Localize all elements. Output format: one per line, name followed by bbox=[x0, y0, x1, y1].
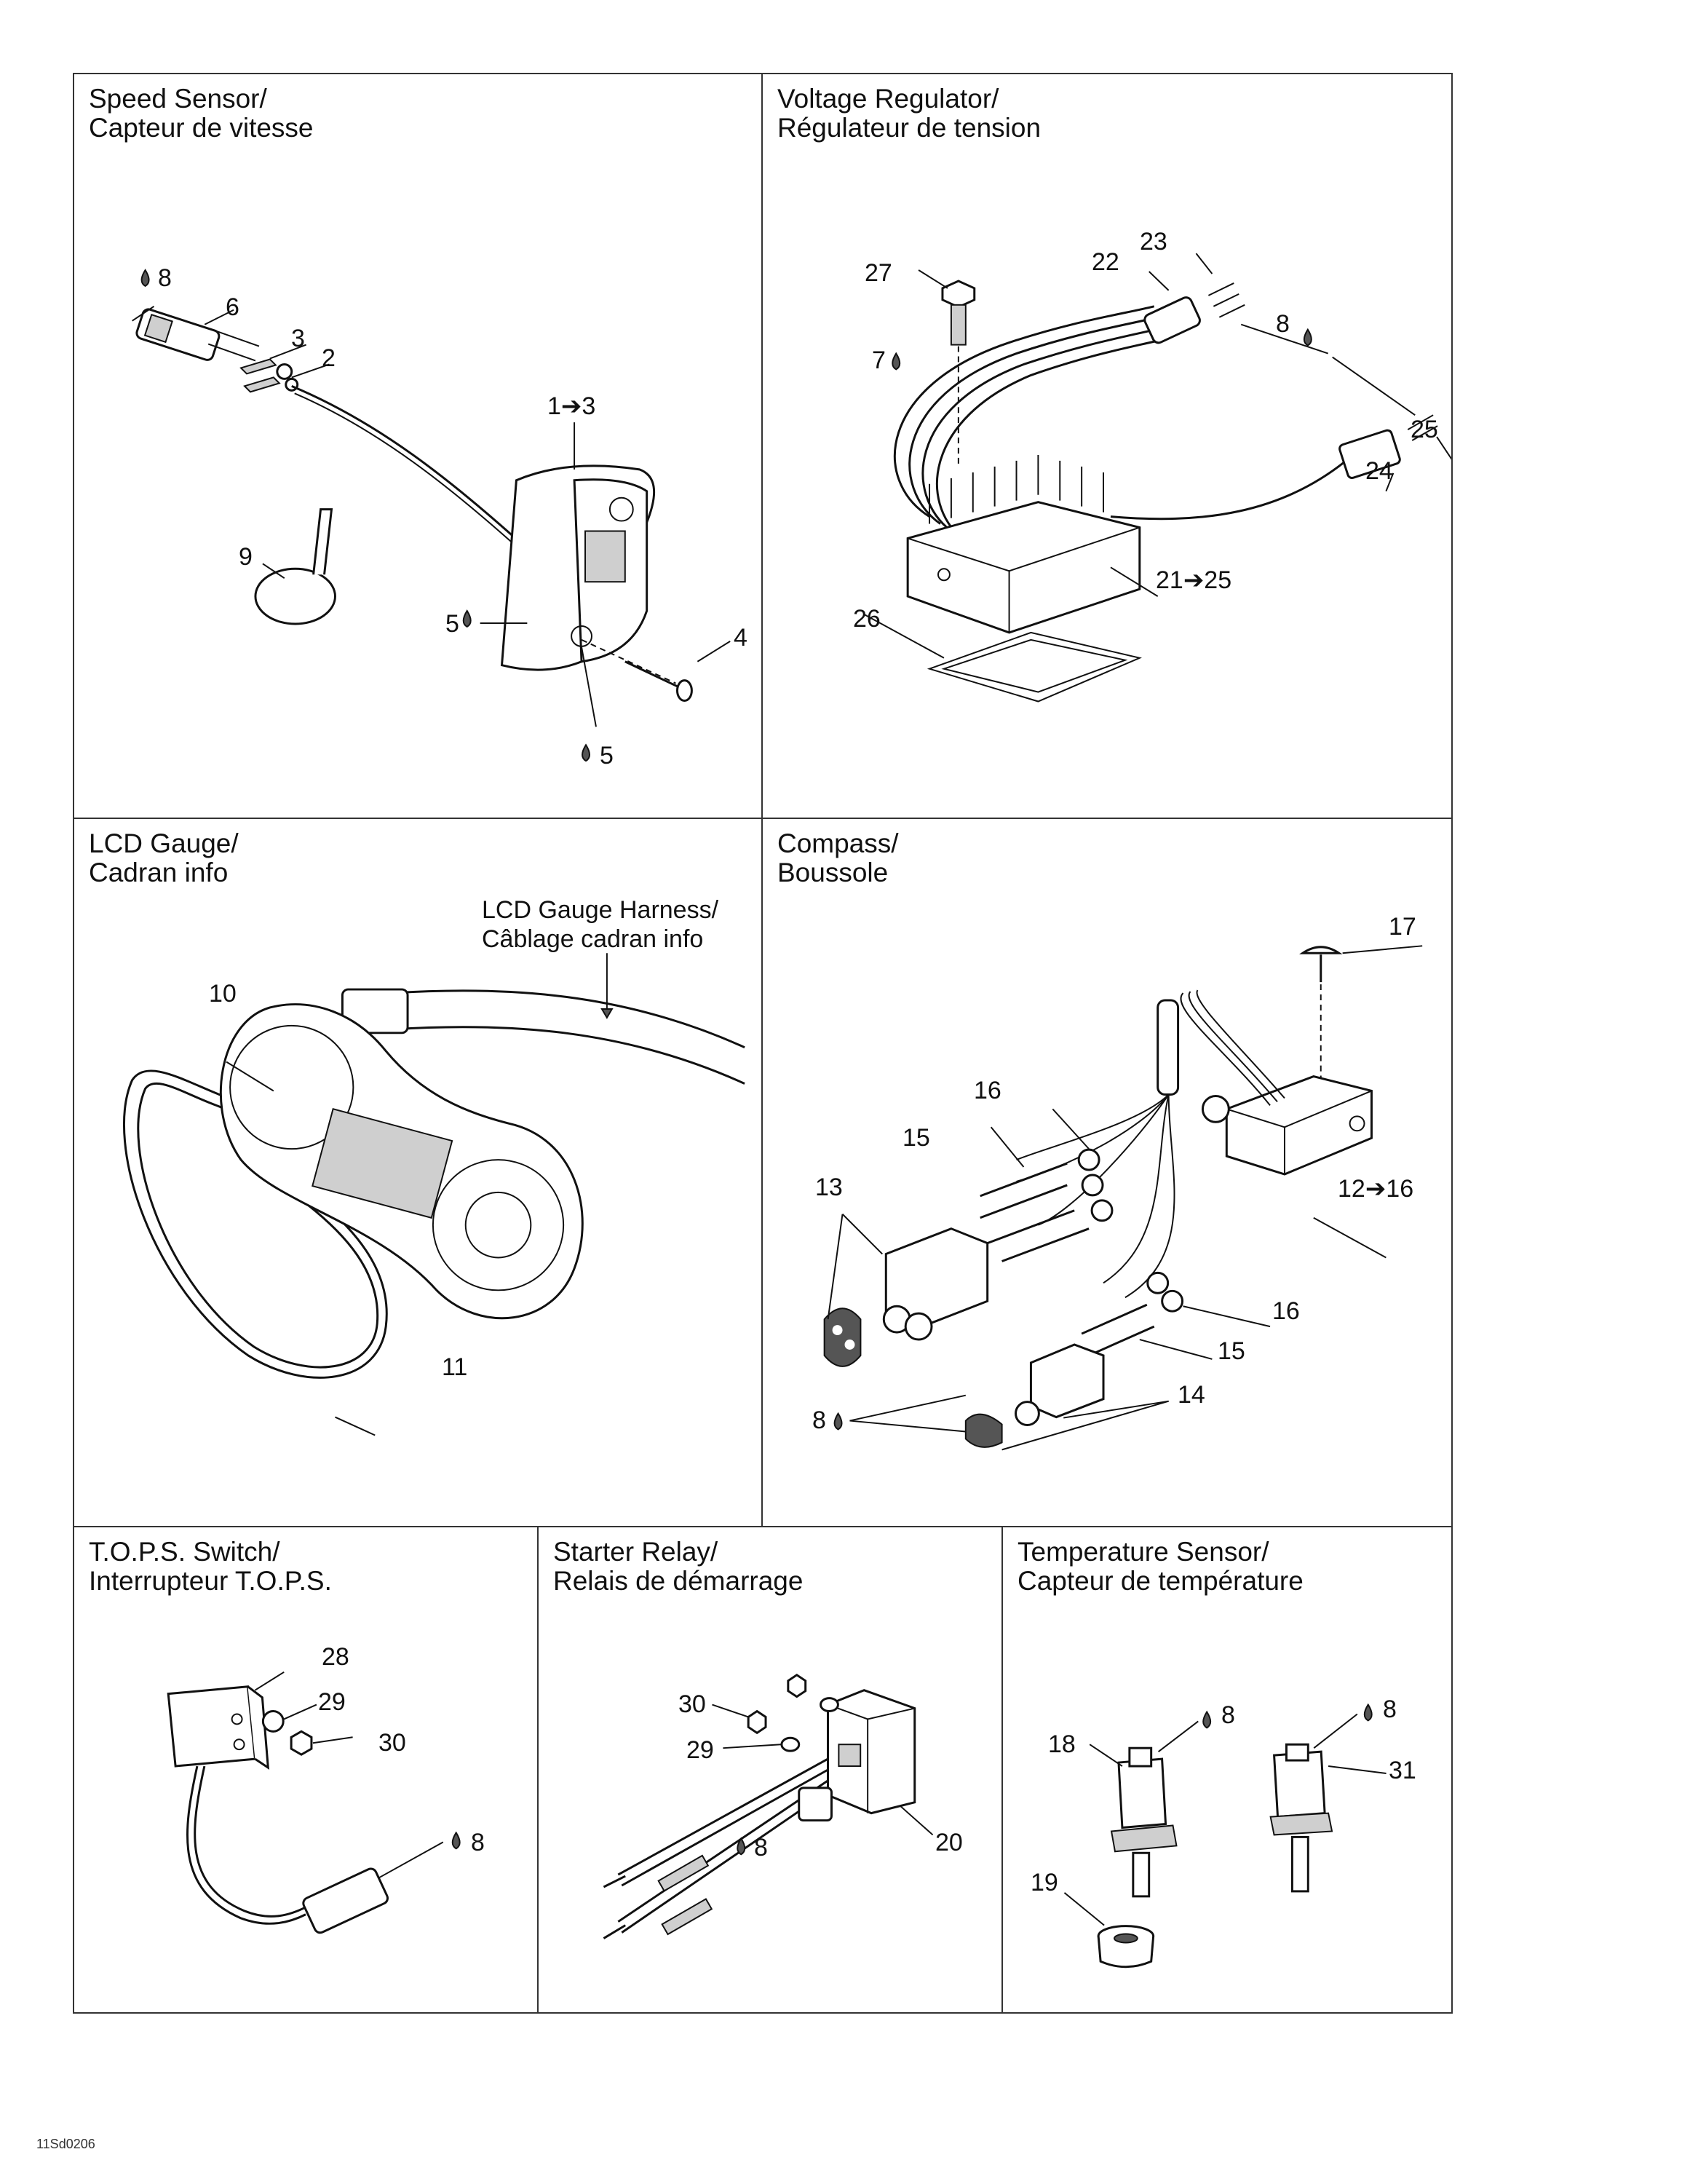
callout-19: 19 bbox=[1031, 1869, 1058, 1896]
bolt-27 bbox=[941, 280, 976, 466]
callout-29: 29 bbox=[686, 1736, 714, 1764]
lcd-gauge-illustration bbox=[123, 953, 745, 1436]
title-en: LCD Gauge/ bbox=[89, 828, 239, 858]
callout-9: 9 bbox=[239, 543, 253, 571]
connector-14 bbox=[964, 1343, 1105, 1448]
callout-14: 14 bbox=[1178, 1381, 1205, 1409]
title-en: T.O.P.S. Switch/ bbox=[89, 1537, 280, 1567]
title-en: Starter Relay/ bbox=[553, 1537, 718, 1567]
callout-8: 8 bbox=[754, 1834, 768, 1861]
callout-28: 28 bbox=[322, 1643, 349, 1671]
starter-relay-illustration bbox=[603, 1674, 934, 1939]
panel-temperature-sensor: Temperature Sensor/ Capteur de températu… bbox=[1001, 1526, 1453, 2014]
figure-code: 11Sd0206 bbox=[36, 2137, 95, 2151]
harness-en: LCD Gauge Harness/ bbox=[482, 896, 719, 924]
callout-1-to-3: 1➔3 bbox=[547, 392, 596, 420]
callout-16-top: 16 bbox=[974, 1077, 1001, 1104]
tops-switch-illustration bbox=[167, 1671, 461, 1934]
sensor-body bbox=[500, 464, 655, 671]
panel-title: Starter Relay/ Relais de démarrage bbox=[553, 1538, 803, 1596]
callout-18: 18 bbox=[1048, 1730, 1076, 1758]
harness-label: LCD Gauge Harness/ Câblage cadran info bbox=[482, 895, 718, 954]
gauge-10 bbox=[219, 1003, 584, 1320]
callout-3: 3 bbox=[291, 325, 305, 352]
callout-22: 22 bbox=[1092, 248, 1119, 276]
callout-17: 17 bbox=[1389, 913, 1416, 941]
voltage-regulator-illustration bbox=[863, 253, 1451, 703]
speed-sensor-illustration bbox=[132, 269, 731, 762]
panel-speed-sensor: Speed Sensor/ Capteur de vitesse bbox=[73, 73, 763, 819]
callout-27: 27 bbox=[865, 259, 892, 287]
callout-31: 31 bbox=[1389, 1757, 1416, 1784]
screw-4 bbox=[581, 638, 693, 703]
connector-6 bbox=[135, 308, 260, 362]
callout-25: 25 bbox=[1411, 416, 1438, 443]
regulator-body bbox=[906, 454, 1141, 634]
panel-title: LCD Gauge/ Cadran info bbox=[89, 829, 239, 887]
callout-2: 2 bbox=[322, 344, 336, 372]
connector-13 bbox=[823, 1227, 989, 1367]
callout-7: 7 bbox=[872, 347, 886, 374]
compass-module bbox=[1201, 1075, 1373, 1176]
temperature-sensor-illustration bbox=[1063, 1703, 1387, 1969]
panel-title: Voltage Regulator/ Régulateur de tension bbox=[777, 84, 1041, 143]
callout-11: 11 bbox=[442, 1353, 468, 1381]
callout-4: 4 bbox=[734, 624, 747, 652]
callout-6: 6 bbox=[226, 293, 239, 321]
panel-starter-relay: Starter Relay/ Relais de démarrage bbox=[537, 1526, 1003, 2014]
panel-title: Temperature Sensor/ Capteur de températu… bbox=[1017, 1538, 1304, 1596]
callout-26: 26 bbox=[853, 605, 881, 633]
callout-23: 23 bbox=[1140, 228, 1167, 256]
panel-compass: Compass/ Boussole bbox=[761, 818, 1453, 1527]
compass-illustration bbox=[823, 945, 1423, 1451]
callout-15-top: 15 bbox=[903, 1124, 930, 1152]
title-fr: Interrupteur T.O.P.S. bbox=[89, 1566, 332, 1596]
panel-title: Speed Sensor/ Capteur de vitesse bbox=[89, 84, 314, 143]
title-en: Temperature Sensor/ bbox=[1017, 1537, 1269, 1567]
callout-24: 24 bbox=[1365, 457, 1393, 485]
title-en: Compass/ bbox=[777, 828, 899, 858]
callout-8: 8 bbox=[158, 264, 172, 292]
callout-8: 8 bbox=[1276, 310, 1290, 338]
title-fr: Cadran info bbox=[89, 858, 229, 887]
panel-tops-switch: T.O.P.S. Switch/ Interrupteur T.O.P.S. 2… bbox=[73, 1526, 539, 2014]
callout-15-bottom: 15 bbox=[1218, 1337, 1245, 1365]
callout-16-bottom: 16 bbox=[1272, 1297, 1300, 1325]
title-fr: Boussole bbox=[777, 858, 889, 887]
callout-30: 30 bbox=[678, 1690, 706, 1718]
callout-20: 20 bbox=[935, 1829, 963, 1856]
callout-30: 30 bbox=[378, 1729, 406, 1757]
relay-body bbox=[827, 1689, 916, 1815]
harness-fr: Câblage cadran info bbox=[482, 925, 704, 953]
title-fr: Capteur de vitesse bbox=[89, 113, 314, 143]
sensor-31 bbox=[1269, 1743, 1333, 1893]
callout-13: 13 bbox=[815, 1174, 843, 1201]
panel-title: Compass/ Boussole bbox=[777, 829, 899, 887]
callout-5-bottom: 5 bbox=[600, 742, 614, 769]
callout-8: 8 bbox=[471, 1829, 485, 1856]
cable-tie-9 bbox=[254, 508, 336, 625]
callout-29: 29 bbox=[318, 1688, 346, 1716]
callout-21-to-25: 21➔25 bbox=[1156, 566, 1232, 594]
title-fr: Relais de démarrage bbox=[553, 1566, 804, 1596]
screw-17 bbox=[1299, 946, 1343, 1091]
callout-5-left: 5 bbox=[445, 610, 459, 638]
title-fr: Capteur de température bbox=[1017, 1566, 1304, 1596]
gauge-harness bbox=[341, 953, 745, 1085]
panel-lcd-gauge: LCD Gauge/ Cadran info LCD Gauge Harness… bbox=[73, 818, 763, 1527]
panel-voltage-regulator: Voltage Regulator/ Régulateur de tension bbox=[761, 73, 1453, 819]
switch-body bbox=[167, 1685, 270, 1770]
title-en: Speed Sensor/ bbox=[89, 84, 267, 114]
panel-title: T.O.P.S. Switch/ Interrupteur T.O.P.S. bbox=[89, 1538, 332, 1596]
title-fr: Régulateur de tension bbox=[777, 113, 1042, 143]
callout-8: 8 bbox=[812, 1406, 826, 1434]
callout-12-to-16: 12➔16 bbox=[1338, 1175, 1414, 1203]
pins-3 bbox=[239, 358, 299, 393]
callout-10: 10 bbox=[209, 980, 237, 1008]
callout-8-left: 8 bbox=[1221, 1701, 1235, 1729]
callout-8-right: 8 bbox=[1383, 1696, 1397, 1723]
title-en: Voltage Regulator/ bbox=[777, 84, 999, 114]
sensor-18 bbox=[1110, 1746, 1178, 1898]
